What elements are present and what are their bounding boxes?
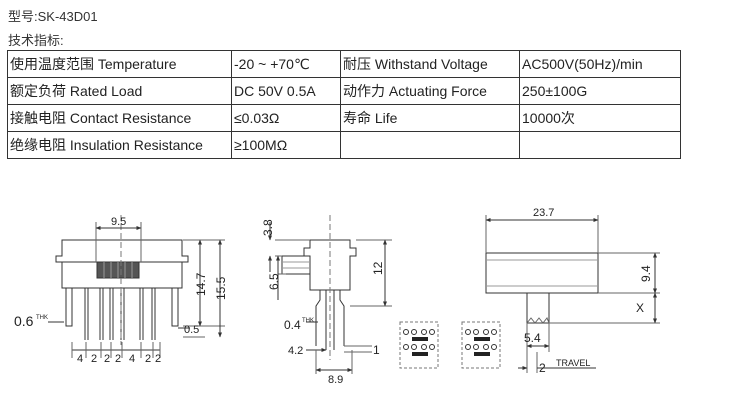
pitch-label: 2: [104, 353, 110, 365]
table-row: 使用温度范围 Temperature -20 ~ +70℃ 耐压 Withsta…: [7, 50, 681, 78]
dim-label: 0.4: [284, 318, 301, 332]
pitch-label: 2: [145, 353, 151, 365]
actuator-side: [281, 255, 311, 275]
side-view: [268, 215, 392, 374]
dim-label: 6.5: [267, 273, 281, 290]
switch-body: [55, 239, 189, 289]
switch-body-top: [485, 252, 599, 294]
spec-cell: [340, 131, 520, 159]
spec-table: 使用温度范围 Temperature -20 ~ +70℃ 耐压 Withsta…: [7, 50, 681, 159]
spec-cell: 绝缘电阻 Insulation Resistance: [7, 131, 232, 159]
dim-label: 0.6: [14, 313, 34, 329]
pitch-label: 4: [129, 353, 135, 365]
dim-label: 1: [373, 343, 380, 357]
spec-cell: 耐压 Withstand Voltage: [340, 50, 520, 78]
front-view-labels: 9.5 14.7 15.5 0.6 THK 0.5 4 2 2 2 4 2 2: [14, 216, 228, 365]
top-view-labels: 23.7 9.4 X 5.4 2 TRAVEL: [524, 207, 653, 375]
spec-heading: 技术指标:: [8, 33, 64, 48]
switch-body-side: [303, 239, 357, 291]
dim-label: 23.7: [533, 207, 554, 219]
spec-cell: 额定负荷 Rated Load: [7, 77, 232, 105]
dim-label: THK: [302, 318, 314, 324]
spec-cell: ≤0.03Ω: [231, 104, 341, 132]
dim-label: 3.8: [261, 219, 275, 236]
spec-cell: DC 50V 0.5A: [231, 77, 341, 105]
spec-cell: AC500V(50Hz)/min: [519, 50, 681, 78]
table-row: 绝缘电阻 Insulation Resistance ≥100MΩ: [7, 131, 681, 159]
dim-label: 5.4: [524, 331, 541, 345]
contact-bars: [412, 337, 490, 356]
actuator-top: [526, 292, 550, 324]
spec-cell: [519, 131, 681, 159]
dim-label: 12: [371, 261, 385, 275]
dim-label: 8.9: [328, 374, 343, 386]
pitch-label: 4: [77, 353, 83, 365]
dim-label: 9.5: [111, 216, 126, 228]
pins: [84, 288, 156, 340]
spec-cell: ≥100MΩ: [231, 131, 341, 159]
dim-label: TRAVEL: [556, 358, 590, 368]
dim-label: X: [636, 301, 644, 315]
side-view-labels: 3.8 6.5 12 0.4 THK 4.2 1 8.9: [261, 219, 385, 386]
pitch-label: 2: [115, 353, 121, 365]
spec-cell: 接触电阻 Contact Resistance: [7, 104, 232, 132]
pad-layout: [399, 321, 501, 369]
dim-label: 15.5: [214, 276, 228, 300]
spec-cell: 使用温度范围 Temperature: [7, 50, 232, 78]
front-view: [48, 215, 225, 358]
pitch-label: 2: [91, 353, 97, 365]
dim-label: 2: [539, 361, 546, 375]
model-label: 型号:SK-43D01: [8, 9, 98, 24]
spec-cell: 动作力 Actuating Force: [340, 77, 520, 105]
spec-cell: 250±100G: [519, 77, 681, 105]
pitch-label: 2: [155, 353, 161, 365]
dim-label: 0.5: [184, 324, 199, 336]
top-view: [485, 215, 660, 373]
dim-label: 9.4: [639, 265, 653, 282]
dim-label: 4.2: [288, 345, 303, 357]
table-row: 额定负荷 Rated Load DC 50V 0.5A 动作力 Actuatin…: [7, 77, 681, 105]
pad-holes: [403, 329, 497, 350]
dim-label: 14.7: [194, 272, 208, 296]
dim-label: THK: [36, 315, 48, 321]
